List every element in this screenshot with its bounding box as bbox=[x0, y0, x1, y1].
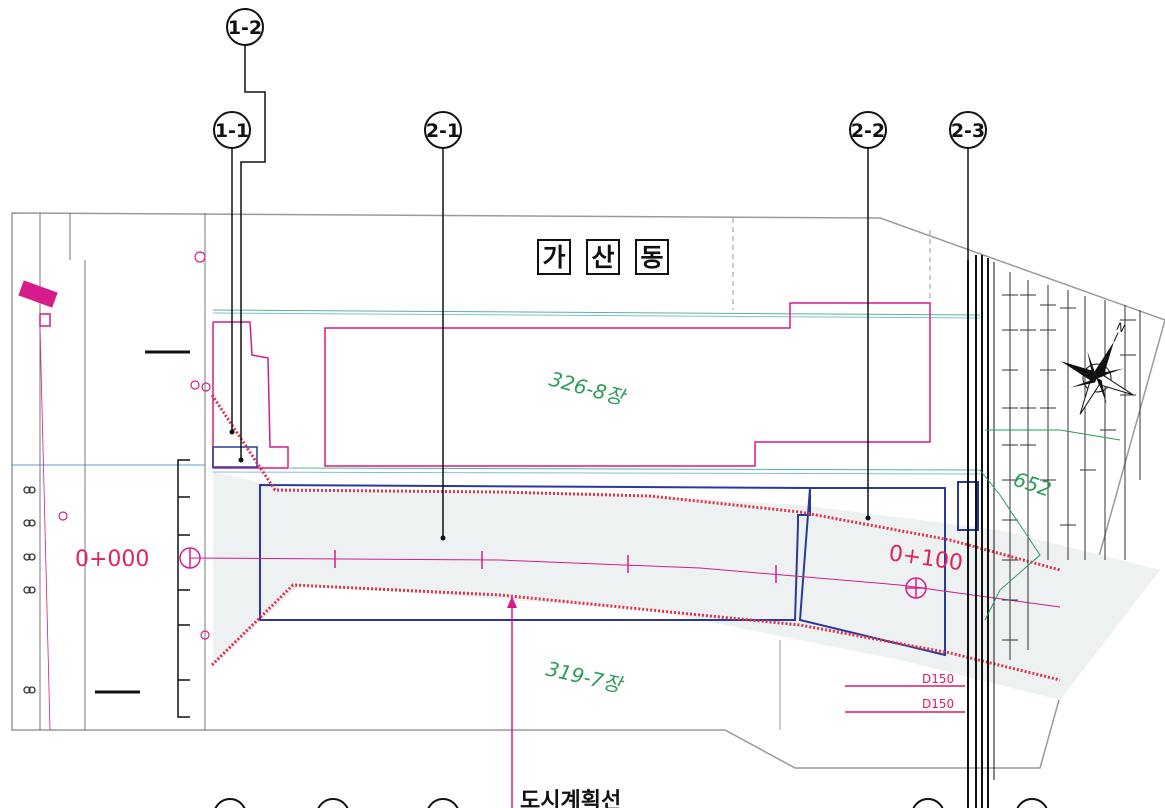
station-label-start: 0+000 bbox=[75, 547, 149, 572]
right-crossing-lines bbox=[1009, 272, 1141, 660]
thin-diagonal-left bbox=[39, 325, 51, 731]
green-line-upper bbox=[212, 309, 981, 316]
right-tick-marks bbox=[1002, 294, 1136, 641]
blue-zone-2-2 bbox=[798, 487, 946, 657]
callout-1-2: 1-2 bbox=[226, 8, 264, 46]
green-boundary-652 bbox=[979, 469, 1041, 621]
callout-label-2-3: 2-3 bbox=[951, 120, 985, 142]
station-marker-mid bbox=[905, 577, 927, 599]
pipe-label-2: D150 bbox=[922, 697, 954, 711]
callout-label-1-2: 1-2 bbox=[228, 17, 262, 39]
town-char-2: 산 bbox=[591, 243, 614, 272]
magenta-sign bbox=[18, 280, 58, 327]
callout-2-1: 2-1 bbox=[424, 111, 462, 149]
green-line-mid bbox=[289, 467, 981, 471]
blue-box-1-1 bbox=[212, 446, 258, 468]
town-label: 가 산 동 bbox=[537, 239, 669, 275]
pointer-arrowhead bbox=[507, 596, 517, 608]
right-thick-lines bbox=[967, 255, 995, 808]
utility-symbols bbox=[23, 486, 36, 694]
centerline-ticks bbox=[334, 550, 777, 583]
manhole-symbols bbox=[58, 251, 211, 640]
bottom-callout-circles bbox=[214, 798, 1048, 808]
green-line-mid2 bbox=[212, 471, 981, 475]
left-bracket bbox=[177, 459, 190, 718]
red-dashed-upper bbox=[210, 394, 1061, 572]
pipe-label-1: D150 bbox=[922, 672, 954, 686]
callout-label-2-2: 2-2 bbox=[851, 120, 885, 142]
green-boundary-652b bbox=[985, 429, 1121, 441]
small-lot-outline bbox=[212, 321, 289, 469]
callout-2-3: 2-3 bbox=[949, 111, 987, 149]
red-dashed-lower bbox=[210, 583, 1061, 682]
road-area bbox=[213, 472, 1160, 700]
left-bracket-ticks bbox=[178, 496, 190, 681]
callout-leaders bbox=[231, 45, 969, 538]
callout-label-2-1: 2-1 bbox=[426, 120, 460, 142]
building-326-8 bbox=[324, 302, 931, 467]
town-char-3: 동 bbox=[640, 243, 663, 272]
leader-dots bbox=[229, 429, 871, 541]
road-centerline bbox=[189, 557, 1061, 608]
callout-1-1: 1-1 bbox=[213, 111, 251, 149]
cyan-line-upper bbox=[212, 312, 981, 319]
town-char-1: 가 bbox=[542, 243, 565, 272]
callout-label-1-1: 1-1 bbox=[215, 120, 249, 142]
north-arrow-icon: N bbox=[1060, 320, 1134, 415]
station-marker-start bbox=[179, 547, 201, 569]
callout-2-2: 2-2 bbox=[849, 111, 887, 149]
leader-1-2 bbox=[240, 45, 266, 460]
urban-planning-line-label: 도시계획선 bbox=[520, 789, 621, 808]
